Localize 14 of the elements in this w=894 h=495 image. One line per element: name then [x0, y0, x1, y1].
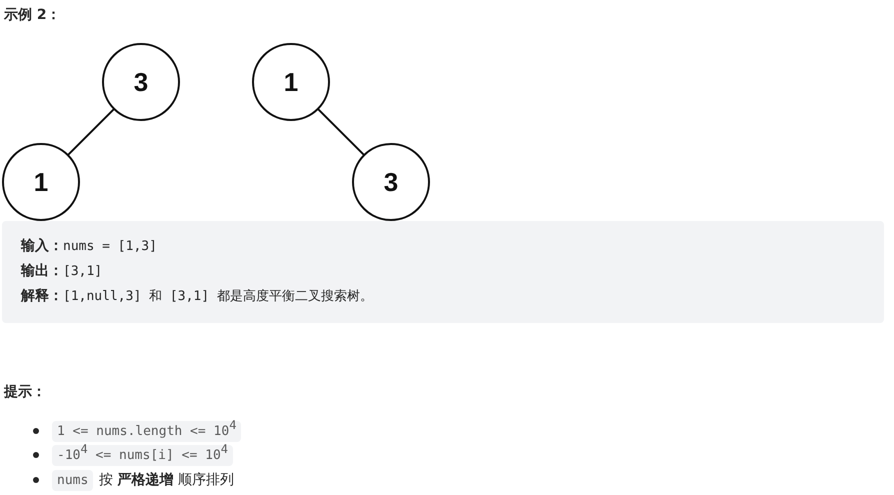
node-value: 1 [34, 169, 48, 195]
example-line: 解释：[1,null,3] 和 [3,1] 都是高度平衡二叉搜索树。 [21, 287, 373, 306]
heading: 示例 2： [4, 6, 61, 24]
node-value: 3 [384, 169, 398, 195]
node-value: 3 [134, 69, 148, 95]
tree-edge [67, 108, 115, 156]
example-line: 输出：[3,1] [21, 262, 102, 281]
example-line: 输入：nums = [1,3] [21, 237, 157, 256]
tree-edge [317, 108, 365, 156]
list-text: 按 严格递增 顺序排列 [99, 471, 234, 490]
section-heading: 提示： [4, 383, 46, 401]
example-panel [2, 221, 884, 323]
node-value: 1 [284, 69, 298, 95]
code-snippet: nums [52, 470, 94, 491]
